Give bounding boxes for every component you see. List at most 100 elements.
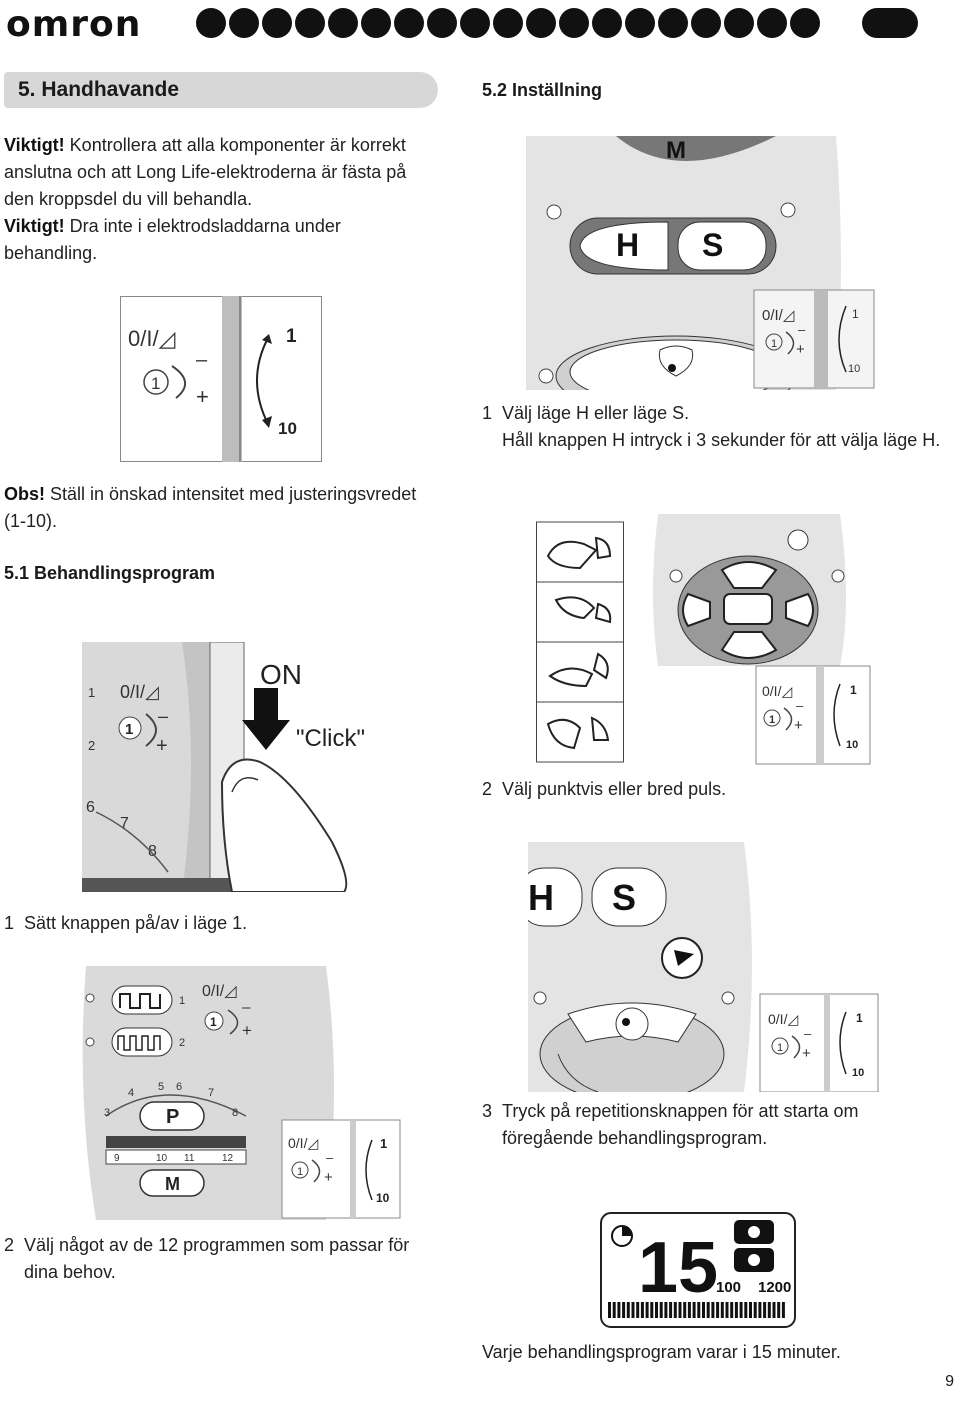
dial-top-number: 1 [286,326,297,347]
step-text: Sätt knappen på/av i läge 1. [24,913,248,933]
label-4: 4 [128,1087,134,1099]
svg-text:10: 10 [846,739,858,751]
on-label: ON [260,659,302,690]
svg-text:+: + [794,717,803,734]
timer-icon [622,1226,632,1236]
svg-text:1: 1 [852,307,859,321]
header-dot [625,8,655,38]
dial-bottom-number: 10 [278,419,297,438]
program-button-label: P [166,1106,179,1128]
h-label: H [616,227,639,263]
lcd-display-figure: 15 100 1200 [600,1212,796,1328]
subsection-title-51: 5.1 Behandlingsprogram [4,563,216,583]
step-text: Välj något av de 12 programmen som passa… [24,1235,410,1282]
step-text: Välj punktvis eller bred puls. [502,779,727,799]
svg-text:1: 1 [769,714,775,726]
header-dot [427,8,457,38]
lcd-bar-segment [753,1302,757,1318]
label-6: 6 [176,1081,182,1093]
header-dot [295,8,325,38]
lcd-bar-segment [772,1302,776,1318]
point-pulse-icon [748,1226,760,1238]
step-line-2: Håll knappen H intryck i 3 sekunder för … [502,430,941,450]
lcd-bar-segment [744,1302,748,1318]
svg-text:1: 1 [777,1042,783,1054]
svg-text:1: 1 [856,1011,863,1025]
mode-hs-figure: M H S 0/I/◿ 1 – + 1 10 [526,136,875,390]
svg-text:–: – [158,706,168,726]
lcd-bar-segment [781,1302,785,1318]
svg-text:0/I/◿: 0/I/◿ [768,1011,798,1027]
header-dot [361,8,391,38]
svg-text:10: 10 [376,1191,390,1205]
header-dot [460,8,490,38]
lcd-bar-segment [626,1302,630,1318]
warning-text: Kontrollera att alla komponenter är korr… [4,135,407,209]
lcd-bar-segment [612,1302,616,1318]
lcd-digits: 15 [638,1228,718,1308]
header-dot [559,8,589,38]
lcd-bar-segment [711,1302,715,1318]
svg-text:1: 1 [850,683,857,697]
lcd-bar-segment [739,1302,743,1318]
label-6: 6 [86,799,95,816]
lcd-bar-segment [640,1302,644,1318]
lcd-bar-segment [725,1302,729,1318]
step-number: 1 [4,913,15,933]
svg-text:1: 1 [380,1136,387,1151]
lcd-value-1: 100 [716,1279,741,1296]
step-number: 2 [482,779,493,799]
step-number: 2 [4,1235,15,1255]
svg-text:+: + [324,1169,333,1186]
svg-text:+: + [242,1021,252,1040]
lcd-bar-segment [631,1302,635,1318]
svg-text:–: – [804,1026,812,1041]
click-label: "Click" [296,725,365,752]
m-label: M [666,137,686,164]
step-1-left: 1 Sätt knappen på/av i läge 1. [4,910,424,940]
lcd-bar-segment [664,1302,668,1318]
svg-text:–: – [796,698,804,713]
svg-text:+: + [796,341,805,358]
wide-pulse-icon [748,1254,760,1266]
header-dot [394,8,424,38]
step-text: Välj läge H eller läge S. Håll knappen H… [502,400,942,454]
page-number: 9 [945,1373,954,1390]
step-3-right: 3 Tryck på repetitionsknappen för att st… [482,1098,952,1158]
s-label: S [702,227,723,263]
header-dot [526,8,556,38]
label-8: 8 [232,1107,238,1119]
svg-text:0/I/◿: 0/I/◿ [762,307,795,324]
lcd-bar-segment [777,1302,781,1318]
plus-sign: + [196,384,209,409]
obs-text: Ställ in önskad intensitet med justering… [4,484,417,531]
step-text: Tryck på repetitionsknappen för att star… [502,1101,859,1148]
omron-logo: omron [6,4,142,45]
lcd-bar-segment [767,1302,771,1318]
program-selector-figure: 1 2 0/I/◿ 1 – + 3 4 5 6 7 8 P 9 10 11 12… [82,966,401,1220]
svg-text:0/I/◿: 0/I/◿ [202,983,237,1000]
warning-text: Dra inte i elektrodsladdarna under behan… [4,216,341,263]
header-dot [790,8,820,38]
header-pill [862,8,918,38]
lcd-bar-segment [622,1302,626,1318]
step-2-left: 2 Välj något av de 12 programmen som pas… [4,1232,424,1292]
label-1: 1 [179,995,185,1007]
svg-text:0/I/◿: 0/I/◿ [120,682,159,702]
power-symbol: 0/I/◿ [128,326,176,351]
svg-text:1: 1 [297,1166,303,1178]
header-dot [757,8,787,38]
lcd-bar-segment [645,1302,649,1318]
lcd-bar-segment [673,1302,677,1318]
step-number: 3 [482,1101,493,1121]
label-10: 10 [156,1153,168,1164]
svg-text:1: 1 [125,721,133,738]
step-1-right: 1 Välj läge H eller läge S. Håll knappen… [482,400,952,484]
header-dot [229,8,259,38]
lcd-bar-segment [608,1302,611,1318]
label-1: 1 [88,685,95,700]
lcd-bar-segment [758,1302,762,1318]
header-dot [262,8,292,38]
header-dot [493,8,523,38]
svg-text:–: – [798,322,806,337]
